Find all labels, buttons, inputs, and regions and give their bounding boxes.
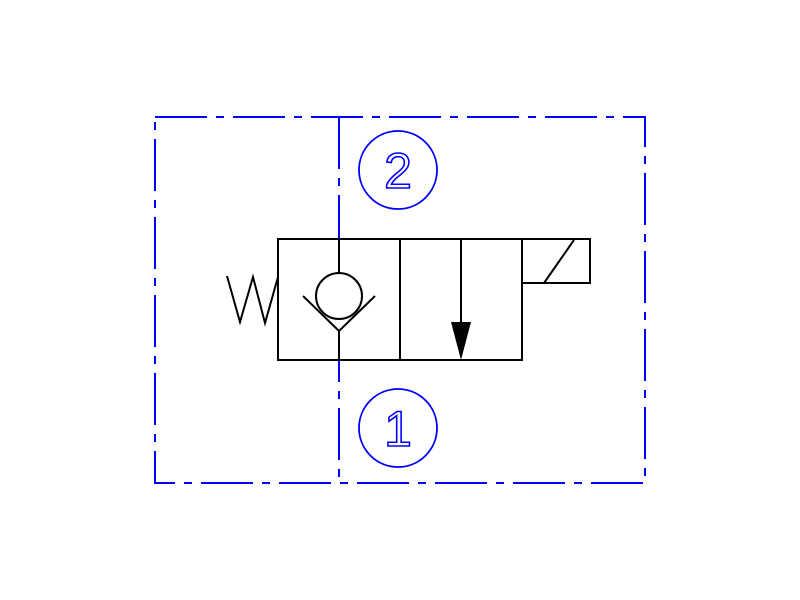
port-1-label: 1: [384, 401, 412, 457]
port-2-label: 2: [384, 143, 412, 199]
check-valve-symbol: [302, 239, 376, 360]
port-1-marker: 1: [358, 388, 438, 468]
spring-icon: [226, 273, 279, 327]
check-ball-icon: [315, 272, 363, 320]
solenoid-icon: [521, 238, 591, 284]
flow-arrow-icon: [451, 239, 471, 360]
port-2-marker: 2: [358, 130, 438, 210]
valve-body: [277, 238, 523, 361]
check-seat-icon: [302, 295, 376, 333]
cartridge-envelope: [154, 116, 646, 484]
